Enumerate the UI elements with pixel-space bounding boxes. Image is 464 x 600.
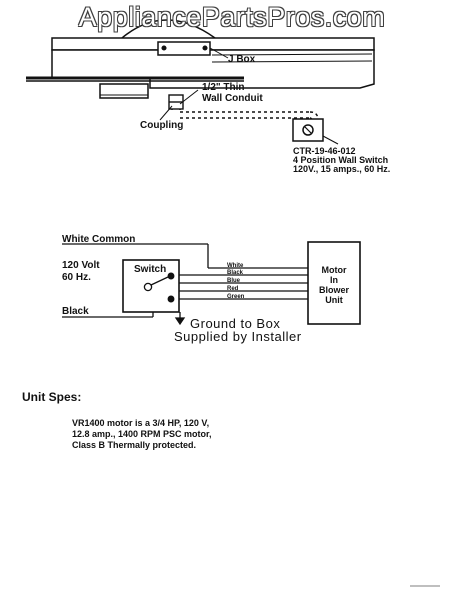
unit-spec-line-2: 12.8 amp., 1400 RPM PSC motor, (72, 429, 212, 439)
conduit-and-coupling (159, 89, 319, 123)
volt-label: 120 Volt (62, 260, 100, 271)
motor-label: Motor In Blower Unit (308, 265, 360, 306)
black-wire-label: Black (62, 306, 89, 317)
conduit-label-1: 1/2" Thin (202, 82, 245, 93)
wire-label-green: Green (227, 294, 245, 300)
motor-label-line-3: Blower (318, 284, 349, 295)
white-common-label: White Common (62, 234, 136, 245)
motor-label-line-2: In (330, 274, 338, 285)
junction-box (157, 41, 229, 59)
wire-label-red: Red (227, 286, 239, 292)
switch-desc-1: 4 Position Wall Switch (293, 155, 389, 165)
ground-label-1: Ground to Box (190, 316, 281, 331)
wiring-schematic (62, 241, 361, 326)
coupling-label: Coupling (140, 120, 184, 131)
ground-label-2: Supplied by Installer (174, 329, 302, 344)
unit-specs-heading: Unit Spes: (22, 390, 82, 404)
hz-label: 60 Hz. (62, 272, 91, 283)
motor-label-line-4: Unit (325, 294, 343, 305)
conduit-label-2: Wall Conduit (202, 93, 263, 104)
switch-model-label: CTR-19-46-012 (293, 146, 356, 156)
switch-box-label: Switch (134, 264, 167, 275)
wire-label-white: White (227, 263, 244, 269)
wire-label-blue: Blue (227, 278, 241, 284)
motor-label-line-1: Motor (321, 265, 347, 275)
wall-switch-plate (292, 118, 339, 145)
wire-label-black: Black (227, 270, 244, 276)
unit-specs-text: VR1400 motor is a 3/4 HP, 120 V, 12.8 am… (72, 418, 212, 451)
switch-desc-2: 120V., 15 amps., 60 Hz. (293, 164, 391, 174)
jbox-label: J Box (228, 54, 256, 65)
unit-spec-line-3: Class B Thermally protected. (72, 440, 197, 450)
watermark: AppliancePartsPros.com (78, 2, 386, 32)
unit-spec-line-1: VR1400 motor is a 3/4 HP, 120 V, (72, 418, 210, 428)
